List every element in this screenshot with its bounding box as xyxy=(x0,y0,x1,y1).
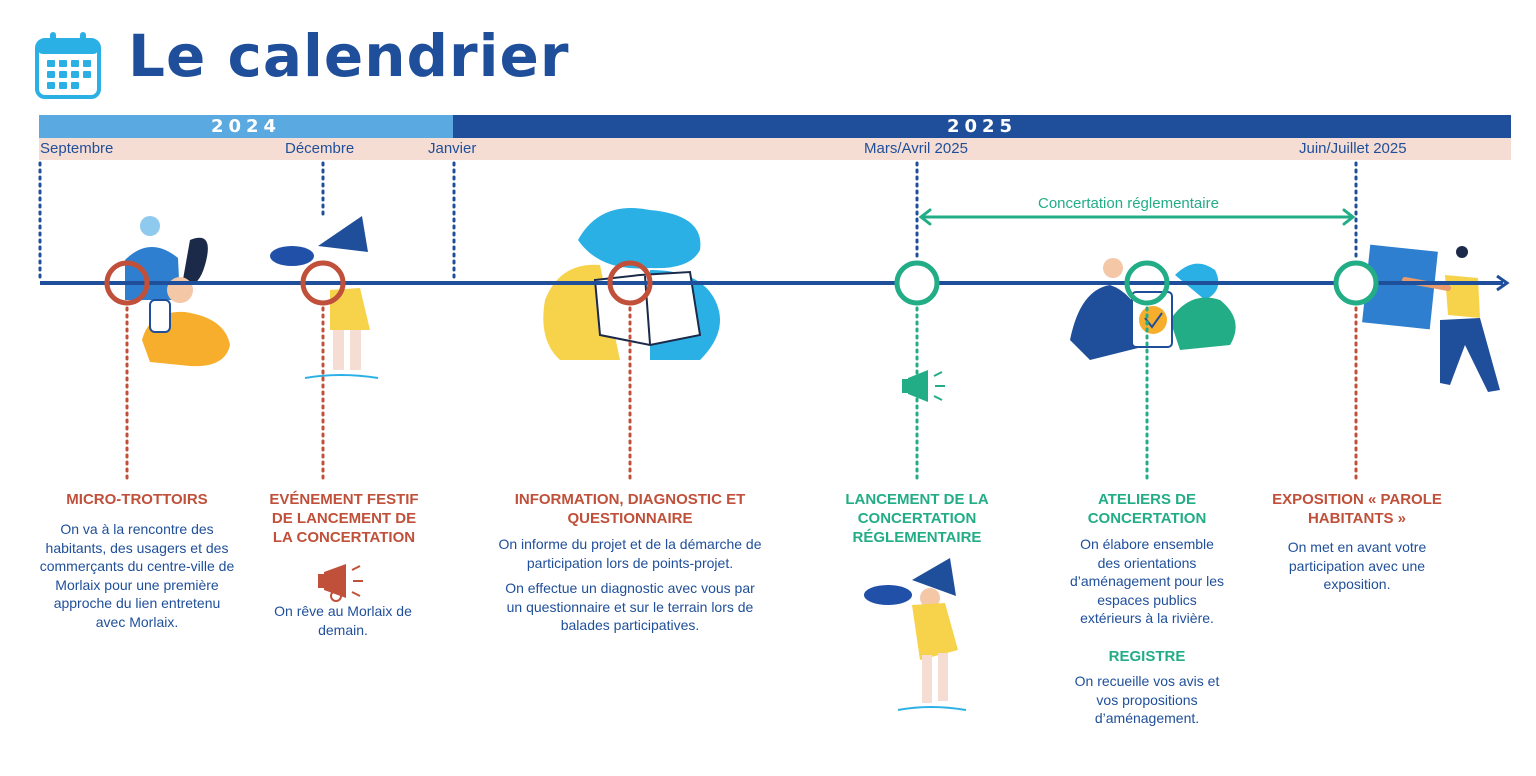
period-separators xyxy=(38,161,1358,282)
month-janvier: Janvier xyxy=(428,140,477,157)
event-title-information: INFORMATION, DIAGNOSTIC ET QUESTIONNAIRE xyxy=(514,491,746,527)
event-text-information-1: On informe du projet et de la démarche d… xyxy=(498,536,762,571)
reading-couple-illustration xyxy=(543,208,720,360)
event-title-ateliers: ATELIERS DE CONCERTATION xyxy=(1087,491,1207,527)
month-mars-avril: Mars/Avril 2025 xyxy=(864,140,968,157)
year-2025-label: 2025 xyxy=(946,116,1018,137)
month-septembre: Septembre xyxy=(40,140,114,157)
event-title-lancement: LANCEMENT DE LA CONCERTATION RÉGLEMENTAI… xyxy=(845,491,989,546)
bracket-label: Concertation réglementaire xyxy=(1038,195,1219,212)
node-lancement xyxy=(894,260,940,306)
bracket-arrow xyxy=(918,208,1356,226)
page-title: Le calendrier xyxy=(128,22,570,90)
event-text-information-2: On effectue un diagnostic avec vous par … xyxy=(505,580,755,633)
node-evenement-festif xyxy=(300,260,346,306)
node-information xyxy=(607,260,653,306)
event-subtext-registre: On recueille vos avis et vos proposition… xyxy=(1074,673,1220,726)
event-text-evenement-festif: On rêve au Morlaix de demain. xyxy=(274,603,412,638)
node-ateliers xyxy=(1124,260,1170,306)
exposition-illustration xyxy=(1362,244,1500,392)
event-title-exposition: EXPOSITION « PAROLE HABITANTS » xyxy=(1272,491,1442,527)
month-bar xyxy=(39,138,1511,160)
event-title-micro-trottoirs: MICRO-TROTTOIRS xyxy=(66,491,208,508)
event-title-evenement-festif: EVÉNEMENT FESTIF DE LANCEMENT DE LA CONC… xyxy=(269,491,419,546)
micro-trottoir-illustration xyxy=(125,216,230,367)
event-nodes xyxy=(104,260,1379,306)
megaphone-girl-bottom-illustration xyxy=(864,558,967,711)
green-megaphone-icon xyxy=(902,370,945,402)
event-drop-lines xyxy=(125,306,1358,480)
year-2024-bar: 2024 xyxy=(39,115,453,138)
month-decembre: Décembre xyxy=(285,140,355,157)
event-text-exposition: On met en avant votre participation avec… xyxy=(1287,539,1427,592)
rust-megaphone-icon xyxy=(318,564,363,602)
month-juin-juillet: Juin/Juillet 2025 xyxy=(1299,140,1407,157)
timeline-arrowhead xyxy=(1496,274,1510,292)
calendar-icon xyxy=(34,30,102,100)
year-2025-bar: 2025 xyxy=(453,115,1511,138)
event-text-ateliers: On élabore ensemble des orientations d’a… xyxy=(1069,536,1225,626)
node-micro-trottoirs xyxy=(104,260,150,306)
year-2024-label: 2024 xyxy=(210,116,282,137)
megaphone-girl-illustration xyxy=(270,216,379,379)
node-exposition xyxy=(1333,260,1379,306)
event-subtitle-registre: REGISTRE xyxy=(1108,648,1186,665)
event-text-micro-trottoirs: On va à la rencontre des habitants, des … xyxy=(39,521,235,630)
handshake-illustration xyxy=(1070,258,1236,360)
